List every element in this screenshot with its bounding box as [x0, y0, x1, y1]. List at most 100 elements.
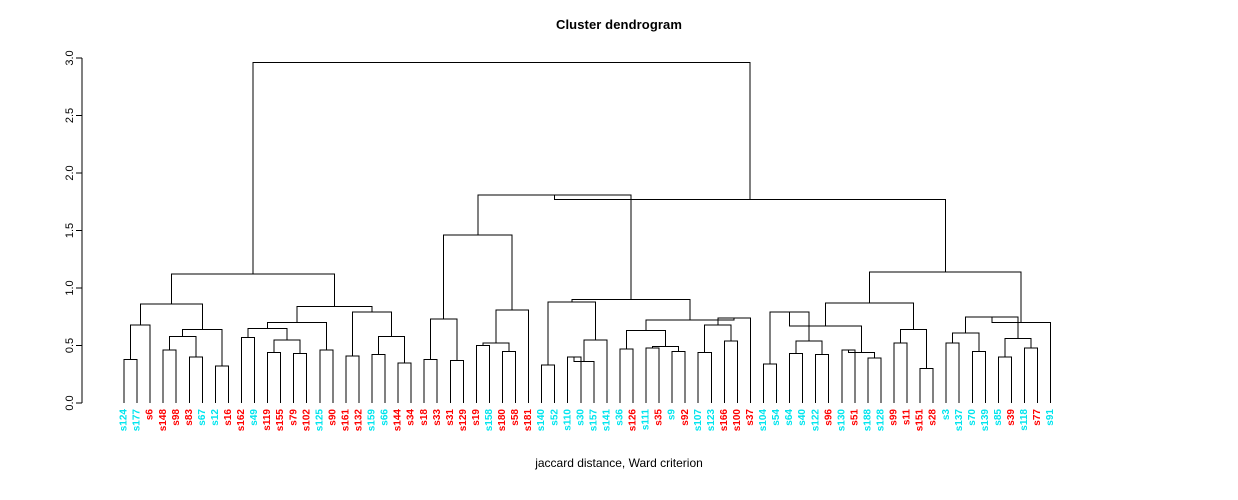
dendrogram-branch [824, 302, 915, 330]
leaf-label[interactable]: s85 [993, 409, 1004, 426]
dendrogram-branch [169, 335, 197, 357]
leaf-label[interactable]: s28 [928, 409, 939, 426]
leaf-label[interactable]: s155 [275, 409, 286, 432]
leaf-label[interactable]: s19 [471, 409, 482, 426]
leaf-label[interactable]: s128 [876, 409, 887, 432]
leaf-label[interactable]: s96 [823, 409, 834, 426]
leaf-label[interactable]: s177 [132, 409, 143, 432]
page-title: Cluster dendrogram [555, 17, 683, 32]
leaf-label[interactable]: s3 [941, 409, 952, 421]
y-axis-tick-label: 2.5 [64, 108, 76, 123]
leaf-label[interactable]: s104 [758, 409, 769, 432]
leaf-label[interactable]: s98 [171, 409, 182, 426]
dendrogram-branch [345, 355, 360, 403]
leaf-label[interactable]: s6 [145, 409, 156, 421]
leaf-label[interactable]: s64 [784, 409, 795, 426]
leaf-label[interactable]: s77 [1032, 409, 1043, 426]
leaf-label[interactable]: s102 [301, 409, 312, 432]
leaf-label[interactable]: s148 [158, 409, 169, 432]
leaf-label[interactable]: s34 [406, 409, 417, 426]
leaf-label[interactable]: s137 [954, 409, 965, 432]
leaf-label[interactable]: s37 [745, 409, 756, 426]
leaf-label[interactable]: s79 [288, 409, 299, 426]
leaf-label[interactable]: s181 [523, 409, 534, 432]
leaf-label[interactable]: s123 [706, 409, 717, 432]
dendrogram-branch [319, 349, 334, 403]
y-axis-tick-label: 2.0 [64, 165, 76, 180]
leaf-label[interactable]: s122 [810, 409, 821, 432]
leaf-label[interactable]: s90 [327, 409, 338, 426]
dendrogram-branch [293, 353, 308, 403]
y-axis-tick-label: 0.5 [64, 338, 76, 353]
leaf-label[interactable]: s83 [184, 409, 195, 426]
leaf-label[interactable]: s158 [484, 409, 495, 432]
dendrogram-branch [267, 351, 282, 403]
dendrogram-branch [214, 365, 229, 403]
dendrogram-branch [583, 339, 608, 403]
leaf-label[interactable]: s111 [641, 409, 652, 431]
leaf-label[interactable]: s188 [862, 409, 873, 432]
leaf-label[interactable]: s39 [1006, 409, 1017, 426]
leaf-label[interactable]: s51 [849, 409, 860, 426]
leaf-label[interactable]: s33 [432, 409, 443, 426]
leaf-label[interactable]: s129 [458, 409, 469, 432]
dendrogram-branch [795, 340, 823, 355]
leaf-label[interactable]: s100 [732, 409, 743, 432]
leaf-label[interactable]: s58 [510, 409, 521, 426]
dendrogram-branch [1023, 347, 1038, 403]
leaf-label[interactable]: s166 [719, 409, 730, 432]
leaf-label[interactable]: s118 [1019, 409, 1030, 431]
dendrogram-branch [252, 62, 751, 275]
leaf-label[interactable]: s16 [223, 409, 234, 426]
dendrogram-branch [475, 345, 490, 403]
leaf-label[interactable]: s119 [262, 409, 273, 431]
y-axis: 0.00.51.01.52.02.53.0 [64, 50, 83, 411]
leaf-label[interactable]: s30 [575, 409, 586, 426]
leaf-label[interactable]: s35 [654, 409, 665, 426]
leaf-label[interactable]: s130 [836, 409, 847, 432]
leaf-label[interactable]: s159 [367, 409, 378, 432]
leaf-label[interactable]: s9 [667, 409, 678, 421]
y-axis-tick-label: 0.0 [64, 395, 76, 410]
leaf-label[interactable]: s92 [680, 409, 691, 426]
leaf-label[interactable]: s162 [236, 409, 247, 432]
leaf-label[interactable]: s54 [771, 409, 782, 426]
dendrogram-branch [449, 359, 464, 403]
leaf-label[interactable]: s132 [354, 409, 365, 432]
leaf-label[interactable]: s125 [314, 409, 325, 432]
leaf-label[interactable]: s141 [601, 409, 612, 432]
leaf-label[interactable]: s52 [549, 409, 560, 426]
leaf-label[interactable]: s66 [380, 409, 391, 426]
leaf-label[interactable]: s49 [249, 409, 260, 426]
leaf-label[interactable]: s18 [419, 409, 430, 426]
leaf-label[interactable]: s67 [197, 409, 208, 426]
dendrogram-branch [547, 301, 596, 366]
leaf-label[interactable]: s40 [797, 409, 808, 426]
leaf-label[interactable]: s11 [902, 409, 913, 426]
leaf-label[interactable]: s99 [889, 409, 900, 426]
leaf-label[interactable]: s140 [536, 409, 547, 432]
dendrogram-branch [573, 357, 595, 403]
dendrogram-branch [868, 271, 1022, 323]
leaf-label[interactable]: s139 [980, 409, 991, 432]
dendrogram-branch [397, 362, 412, 403]
leaf-label[interactable]: s157 [588, 409, 599, 432]
dendrogram-branch [351, 311, 393, 356]
leaf-label[interactable]: s124 [119, 409, 130, 432]
leaf-label[interactable]: s110 [562, 409, 573, 431]
leaf-label[interactable]: s180 [497, 409, 508, 432]
leaf-label[interactable]: s144 [393, 409, 404, 432]
dendrogram-branch [997, 356, 1012, 403]
leaf-label[interactable]: s12 [210, 409, 221, 426]
dendrogram-branch [645, 347, 660, 403]
leaf-label[interactable]: s151 [915, 409, 926, 432]
leaf-label[interactable]: s31 [445, 409, 456, 426]
leaf-label[interactable]: s107 [693, 409, 704, 432]
leaf-label[interactable]: s70 [967, 409, 978, 426]
leaf-label[interactable]: s36 [615, 409, 626, 426]
leaf-label[interactable]: s161 [340, 409, 351, 432]
leaf-label[interactable]: s91 [1045, 409, 1056, 426]
leaf-label[interactable]: s126 [628, 409, 639, 432]
